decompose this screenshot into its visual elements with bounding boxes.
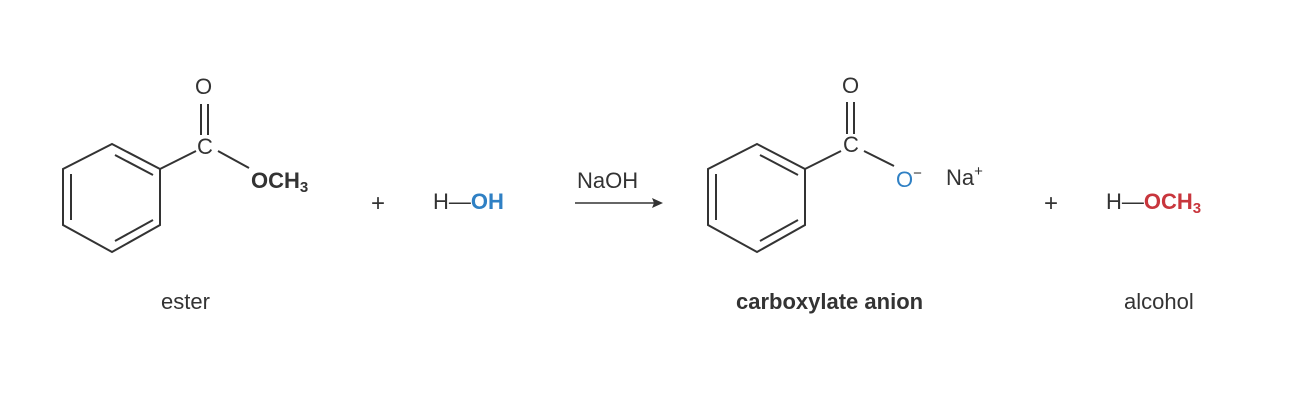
ester-carbonyl-oxygen: O [195,74,213,99]
ester-carbonyl-carbon: C [197,134,213,159]
ester-methoxy-group: OCH3 [251,168,309,196]
plus-sign: + [371,190,386,217]
reaction-arrow [575,198,663,208]
reagent-label: NaOH [577,168,639,193]
plus-sign-2: + [1044,190,1059,217]
carboxylate-anion-label: carboxylate anion [736,289,924,314]
benzene-ring-ester [62,104,250,254]
benzene-ring-carboxylate [707,102,895,254]
alcohol-label: alcohol [1124,289,1194,314]
carboxylate-carbonyl-carbon: C [843,132,859,157]
methanol-molecule: H—OCH3 [1106,189,1202,217]
water-molecule: H—OH [433,189,504,214]
carboxylate-anion-oxygen: O− [896,165,922,192]
ester-label: ester [161,289,210,314]
sodium-cation: Na+ [946,163,983,190]
carboxylate-carbonyl-oxygen: O [842,73,860,98]
